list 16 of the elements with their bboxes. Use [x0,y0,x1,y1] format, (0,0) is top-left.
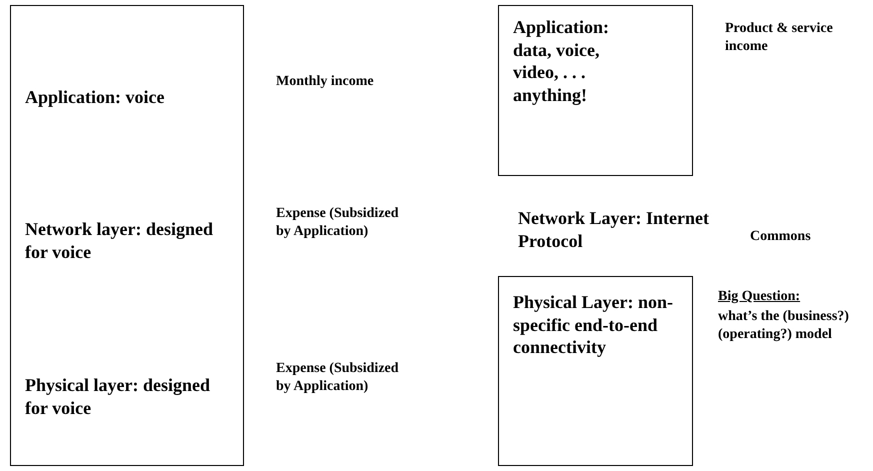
layer-text: Application: data, voice, video, . . . anything! [513,16,610,106]
layer-text: Physical Layer: non-specific end-to-end connectivity [513,291,674,358]
layer-text: Physical layer: designed for voice [25,374,211,419]
revenue-note: what’s the (business?) (operating?) model [718,308,850,344]
revenue-note: Expense (Subsidized by Application) [276,360,400,396]
revenue-note: Expense (Subsidized by Application) [276,205,400,242]
layer-box [10,5,244,466]
revenue-note: Commons [750,228,812,246]
revenue-note: Product & service income [725,20,834,56]
question-heading: Big Question: [718,288,802,306]
revenue-note: Monthly income [276,73,375,91]
layer-box [498,276,693,466]
layer-text: Network layer: designed for voice [25,218,214,263]
layer-text: Network Layer: Internet Protocol [518,207,710,252]
layer-text: Application: voice [25,86,166,108]
layer-box [498,5,693,176]
